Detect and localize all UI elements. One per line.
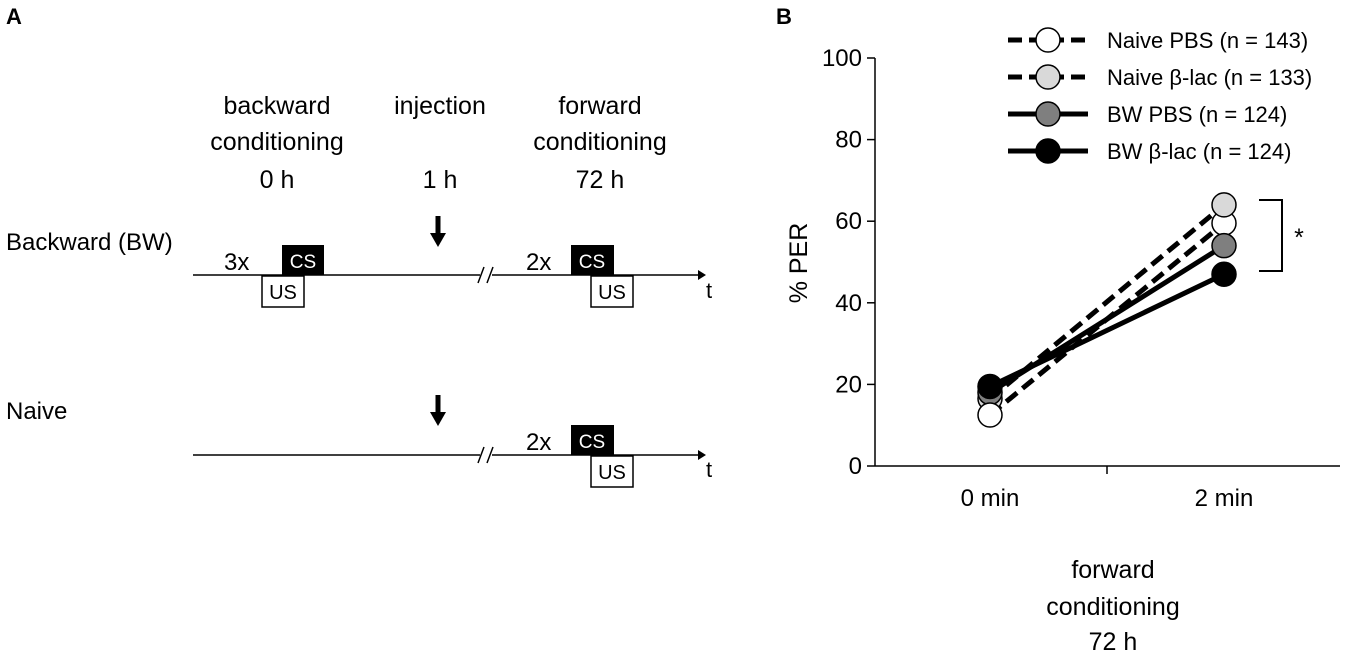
time-axis-label: t <box>706 457 712 482</box>
y-tick-label: 40 <box>835 290 862 317</box>
us-box <box>590 275 634 308</box>
axis-break-mark <box>486 446 494 464</box>
significance-star: * <box>1294 224 1304 252</box>
stage-injection-time: 1 h <box>423 166 458 194</box>
panel-b-letter: B <box>776 4 792 29</box>
bw-repeats-backward: 3x <box>224 249 249 276</box>
cs-label: CS <box>579 252 605 273</box>
stage-backward-line1: backward <box>224 92 331 120</box>
x-tick-label-0min: 0 min <box>961 485 1020 512</box>
legend-marker-2 <box>1035 101 1061 127</box>
timeline-backward: Backward (BW) 3x t US CS 2x CS US <box>6 216 712 308</box>
cs-box <box>282 245 324 275</box>
legend-label-1: Naive β-lac (n = 133) <box>1107 65 1312 90</box>
legend-label-0: Naive PBS (n = 143) <box>1107 28 1308 53</box>
y-axis-label: % PER <box>785 223 813 304</box>
series-markers <box>977 192 1237 428</box>
us-label: US <box>269 282 297 304</box>
injection-arrow-icon <box>430 233 446 247</box>
significance-bracket <box>1259 199 1283 272</box>
x-tick-label-2min: 2 min <box>1195 485 1254 512</box>
cs-box <box>571 245 614 275</box>
time-arrow-head <box>698 450 706 460</box>
series-lines <box>988 202 1226 417</box>
us-label: US <box>598 462 626 484</box>
legend-marker-1 <box>1035 64 1061 90</box>
axis-break-mark <box>477 446 485 464</box>
axis-break-mark <box>477 266 485 284</box>
injection-arrow-icon <box>430 412 446 426</box>
y-tick-label: 80 <box>835 127 862 154</box>
legend-marker-0 <box>1035 27 1061 53</box>
row-label-naive: Naive <box>6 398 67 425</box>
data-point-3-1 <box>1211 261 1237 287</box>
series-line-3 <box>988 271 1226 389</box>
us-box <box>590 455 634 488</box>
data-point-2-1 <box>1211 232 1237 259</box>
cs-label: CS <box>290 252 316 273</box>
legend-label-2: BW PBS (n = 124) <box>1107 102 1287 127</box>
row-label-backward: Backward (BW) <box>6 229 173 256</box>
cs-box <box>571 425 614 455</box>
panel-a-letter: A <box>6 4 22 29</box>
x-axis-label-line1: forward <box>1071 556 1154 584</box>
legend: Naive PBS (n = 143) Naive β-lac (n = 133)… <box>1008 27 1312 164</box>
us-label: US <box>598 282 626 304</box>
legend-label-3: BW β-lac (n = 124) <box>1107 139 1291 164</box>
fw-repeats-naive: 2x <box>526 429 551 456</box>
panel-a: A backward conditioning 0 h injection 1 … <box>6 4 712 488</box>
y-tick-label: 0 <box>849 453 862 480</box>
panel-b: B % PER 0 20 40 60 80 100 0 min 2 min forward… <box>776 4 1340 656</box>
x-axis-label-line2: conditioning <box>1046 593 1179 621</box>
cs-label: CS <box>579 432 605 453</box>
timeline-naive: Naive t 2x CS US <box>6 395 712 488</box>
stage-forward-line1: forward <box>558 92 641 120</box>
time-axis-label: t <box>706 278 712 303</box>
stage-injection-line1: injection <box>394 92 486 120</box>
y-tick-label: 60 <box>835 208 862 235</box>
legend-marker-3 <box>1035 138 1061 164</box>
us-box <box>261 275 305 308</box>
fw-repeats-backward: 2x <box>526 249 551 276</box>
x-axis-label-line3: 72 h <box>1089 628 1138 656</box>
y-axis-ticks: 0 20 40 60 80 100 <box>822 45 875 480</box>
time-arrow-head <box>698 270 706 280</box>
data-point-3-0 <box>977 373 1003 400</box>
data-point-1-1 <box>1211 192 1237 218</box>
stage-forward-time: 72 h <box>576 166 625 194</box>
stage-backward-line2: conditioning <box>210 128 343 156</box>
y-tick-label: 100 <box>822 45 862 72</box>
data-point-0-0 <box>977 402 1003 428</box>
axis-break-mark <box>486 266 494 284</box>
y-tick-label: 20 <box>835 371 862 398</box>
stage-backward-time: 0 h <box>260 166 295 194</box>
stage-forward-line2: conditioning <box>533 128 666 156</box>
